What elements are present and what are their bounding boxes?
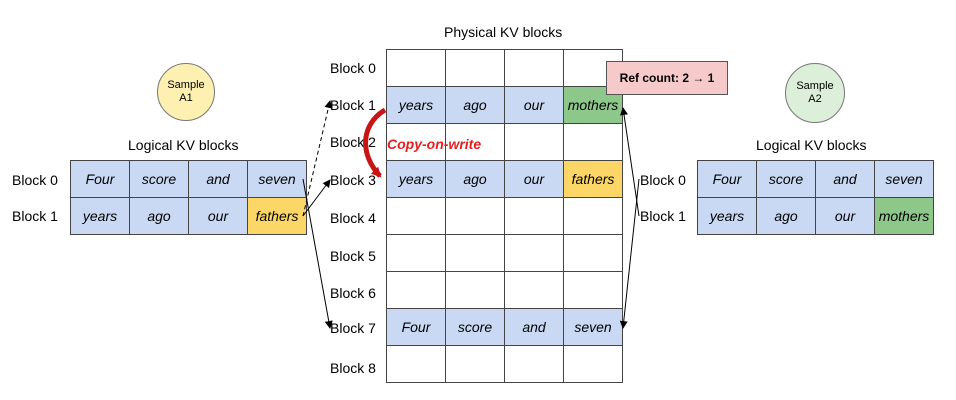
physical-kv-cell: ago — [446, 87, 505, 124]
sample-a2-kv-cell: seven — [875, 161, 934, 198]
sample-a2-kv-cell: and — [816, 161, 875, 198]
physical-kv-cell: years — [387, 161, 446, 198]
sample-a1-kv-cell: our — [189, 198, 248, 235]
copy-on-write-label: Copy-on-write — [387, 136, 482, 152]
physical-kv-cell — [387, 272, 446, 309]
sample-a2-label-line1: Sample — [796, 80, 834, 92]
physical-kv-cell — [564, 272, 623, 309]
arrow-a1-block1-to-phys3 — [302, 179, 331, 217]
sample-a1-kv-cell: and — [189, 161, 248, 198]
sample-a2-kv-cell: Four — [698, 161, 757, 198]
physical-kv-cell: our — [505, 161, 564, 198]
ref-count-box: Ref count: 2 → 1 — [606, 61, 728, 95]
physical-kv-cell — [387, 124, 446, 161]
sample-a1-logical-title: Logical KV blocks — [128, 137, 239, 153]
sample-a1-circle: Sample A1 — [157, 63, 215, 121]
physical-kv-cell: and — [505, 309, 564, 346]
sample-a1-kv-cell: score — [130, 161, 189, 198]
ref-count-text: Ref count: 2 → 1 — [619, 71, 715, 85]
physical-kv-cell — [446, 235, 505, 272]
arrow-a2-block1-to-phys1 — [620, 107, 640, 217]
physical-kv-cell: our — [505, 87, 564, 124]
physical-kv-title: Physical KV blocks — [444, 24, 563, 40]
sample-a2-logical-title: Logical KV blocks — [756, 137, 867, 153]
physical-kv-cell — [446, 272, 505, 309]
sample-a2-kv-cell: mothers — [875, 198, 934, 235]
sample-a2-row-label: Block 0 — [640, 172, 686, 188]
sample-a1-label-line2: A1 — [179, 92, 193, 104]
sample-a1-label-line1: Sample — [167, 79, 205, 91]
physical-kv-cell — [564, 346, 623, 383]
physical-kv-cell — [387, 198, 446, 235]
physical-kv-cell — [387, 50, 446, 87]
sample-a2-label-line2: A2 — [808, 93, 822, 105]
physical-row-label: Block 5 — [330, 248, 376, 264]
sample-a2-kv-cell: ago — [757, 198, 816, 235]
physical-kv-cell: ago — [446, 161, 505, 198]
physical-kv-cell — [505, 272, 564, 309]
physical-kv-cell — [387, 346, 446, 383]
physical-kv-cell — [505, 124, 564, 161]
sample-a1-row-label: Block 1 — [12, 208, 58, 224]
physical-kv-cell — [446, 198, 505, 235]
physical-kv-cell — [505, 50, 564, 87]
physical-row-label: Block 4 — [330, 210, 376, 226]
sample-a1-kv-cell: years — [71, 198, 130, 235]
physical-kv-cell: Four — [387, 309, 446, 346]
physical-kv-cell: score — [446, 309, 505, 346]
physical-kv-cell: mothers — [564, 87, 623, 124]
arrow-a2-block0-to-phys7 — [619, 178, 640, 329]
physical-kv-cell — [505, 198, 564, 235]
sample-a2-row-label: Block 1 — [640, 208, 686, 224]
physical-kv-cell — [387, 235, 446, 272]
sample-a2-kv-cell: years — [698, 198, 757, 235]
sample-a2-kv-cell: our — [816, 198, 875, 235]
sample-a1-row-label: Block 0 — [12, 172, 58, 188]
arrow-a1-block1-to-phys1-dashed — [302, 100, 333, 217]
sample-a1-kv-cell: seven — [248, 161, 307, 198]
physical-kv-cell: fathers — [564, 161, 623, 198]
physical-row-label: Block 7 — [330, 320, 376, 336]
physical-kv-cell — [564, 198, 623, 235]
copy-on-write-arrow — [363, 107, 387, 178]
physical-row-label: Block 1 — [330, 97, 376, 113]
physical-kv-cell — [446, 50, 505, 87]
sample-a2-kv-cell: score — [757, 161, 816, 198]
physical-row-label: Block 8 — [330, 360, 376, 376]
physical-kv-cell — [505, 346, 564, 383]
sample-a1-kv-cell: ago — [130, 198, 189, 235]
physical-kv-cell — [446, 346, 505, 383]
physical-kv-cell — [505, 235, 564, 272]
sample-a2-circle: Sample A2 — [785, 63, 845, 123]
physical-row-label: Block 6 — [330, 285, 376, 301]
sample-a1-kv-cell: fathers — [248, 198, 307, 235]
physical-kv-cell — [564, 124, 623, 161]
physical-kv-cell: years — [387, 87, 446, 124]
physical-kv-cell — [446, 124, 505, 161]
physical-row-label: Block 3 — [330, 172, 376, 188]
arrow-a1-block0-to-phys7 — [302, 178, 333, 329]
sample-a1-kv-cell: Four — [71, 161, 130, 198]
physical-kv-cell — [564, 235, 623, 272]
physical-row-label: Block 0 — [330, 60, 376, 76]
